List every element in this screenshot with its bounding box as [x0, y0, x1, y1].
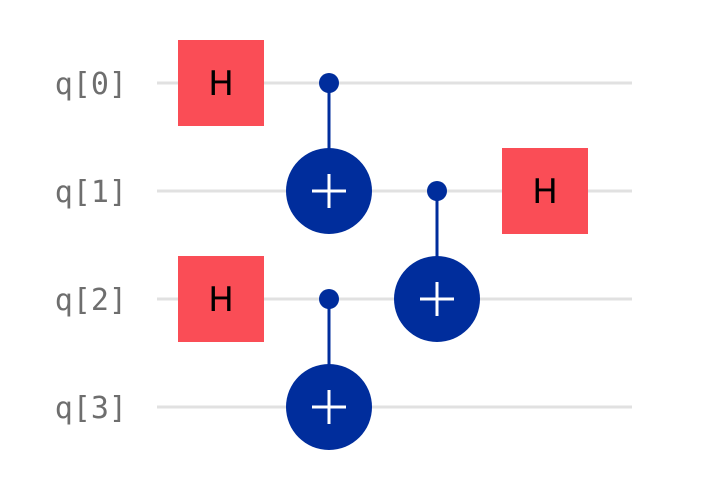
- qubit-labels: q[0] q[1] q[2] q[3]: [55, 67, 127, 426]
- control-dot: [319, 73, 339, 93]
- qubit-wires: [157, 81, 632, 409]
- h-gate-box: [178, 40, 264, 126]
- qubit-label-3: q[3]: [55, 391, 127, 426]
- control-dot: [427, 181, 447, 201]
- gates: H H H: [178, 40, 588, 450]
- cnot-gate-q1-q2: [394, 181, 480, 342]
- h-gate-q2: H: [178, 256, 264, 342]
- h-gate-q0: H: [178, 40, 264, 126]
- control-dot: [319, 289, 339, 309]
- h-gate-q1: H: [502, 148, 588, 234]
- h-gate-label: H: [208, 280, 234, 320]
- qubit-label-0: q[0]: [55, 67, 127, 102]
- cnot-gate-q0-q1: [286, 73, 372, 234]
- qubit-label-1: q[1]: [55, 175, 127, 210]
- h-gate-box: [502, 148, 588, 234]
- qubit-label-2: q[2]: [55, 283, 127, 318]
- h-gate-label: H: [208, 64, 234, 104]
- cnot-gate-q2-q3: [286, 289, 372, 450]
- h-gate-label: H: [532, 172, 558, 212]
- h-gate-box: [178, 256, 264, 342]
